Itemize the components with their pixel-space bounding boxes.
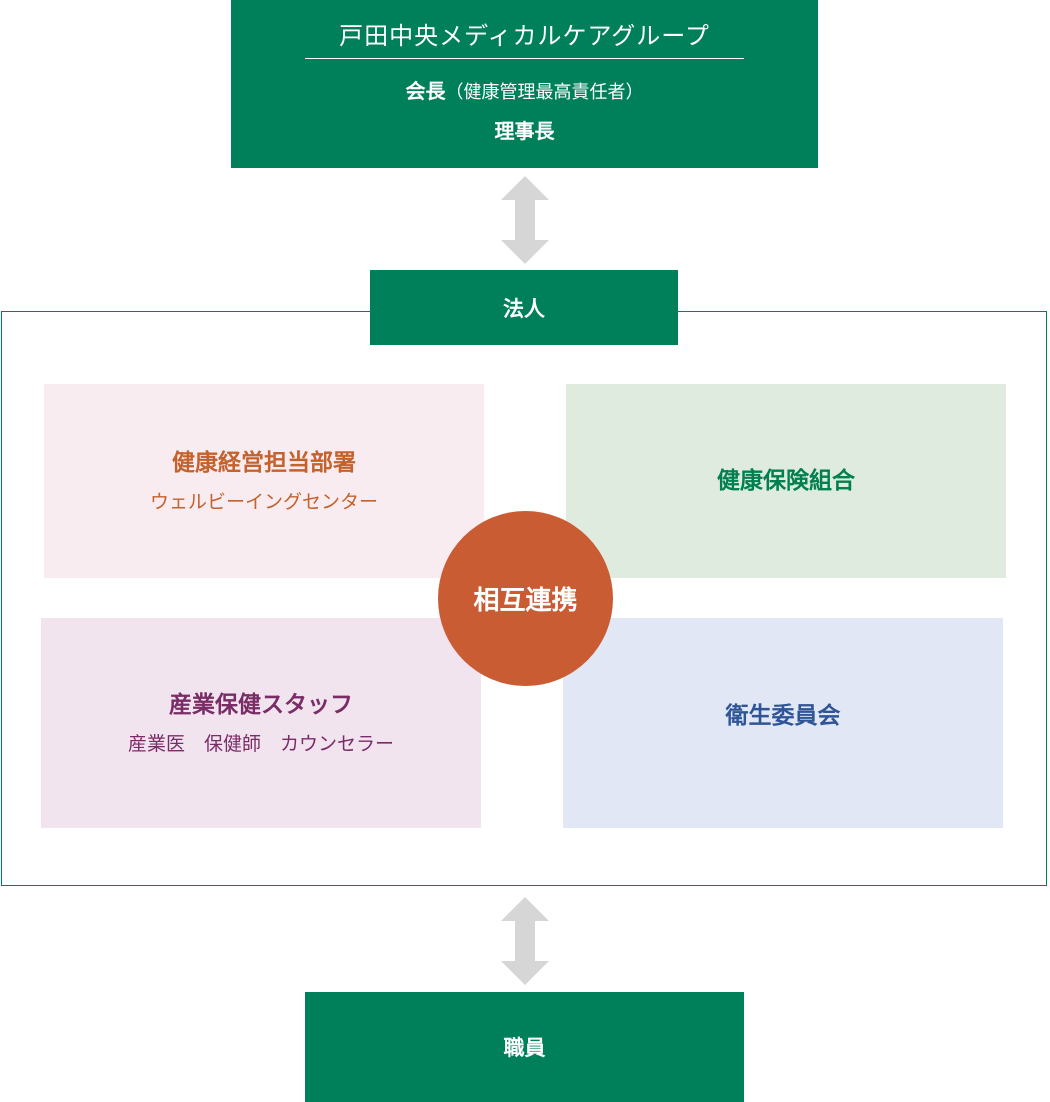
group-leadership-box: 戸田中央メディカルケアグループ 会長（健康管理最高責任者） 理事長 (231, 0, 818, 168)
health-committee-box: 衛生委員会 (563, 618, 1003, 828)
health-insurance-box: 健康保険組合 (566, 384, 1006, 578)
mutual-cooperation-circle: 相互連携 (438, 511, 613, 686)
chairman-line: 会長（健康管理最高責任者） (231, 75, 818, 104)
occupational-health-staff-box: 産業保健スタッフ 産業医 保健師 カウンセラー (41, 618, 481, 828)
occupational-health-staff-title: 産業保健スタッフ (169, 691, 353, 718)
employees-box: 職員 (305, 992, 744, 1102)
double-headed-arrow-icon (501, 176, 549, 264)
double-headed-arrow-icon (501, 897, 549, 985)
corporation-label: 法人 (370, 270, 678, 345)
occupational-health-staff-subtitle: 産業医 保健師 カウンセラー (127, 732, 394, 755)
wellbeing-department-box: 健康経営担当部署 ウェルビーイングセンター (44, 384, 484, 578)
health-committee-title: 衛生委員会 (725, 703, 841, 729)
divider-line (305, 58, 744, 59)
chairman-note: （健康管理最高責任者） (445, 82, 644, 103)
wellbeing-department-title: 健康経営担当部署 (172, 449, 356, 476)
group-name: 戸田中央メディカルケアグループ (339, 22, 710, 50)
wellbeing-center-subtitle: ウェルビーイングセンター (149, 490, 378, 513)
chairman-title: 会長 (405, 79, 446, 103)
director-title: 理事長 (494, 119, 555, 143)
health-insurance-title: 健康保険組合 (717, 468, 855, 494)
